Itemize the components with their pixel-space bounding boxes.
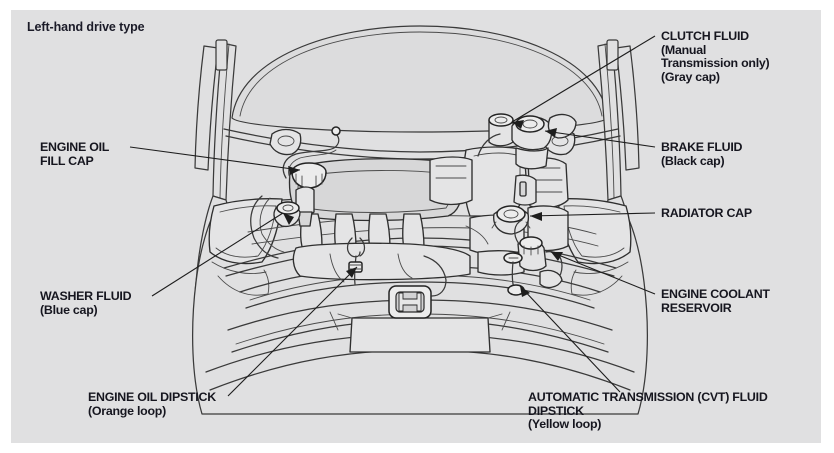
cvt-dipstick-part <box>503 252 525 296</box>
honda-badge <box>388 285 432 319</box>
brake-fluid-reservoir-part <box>511 115 553 170</box>
callout-engine-oil-fill-cap: ENGINE OIL FILL CAP <box>40 140 110 168</box>
callout-clutch-fluid-line4: (Gray cap) <box>661 69 720 84</box>
callout-engine-oil-dipstick: ENGINE OIL DIPSTICK (Orange loop) <box>88 390 216 418</box>
callout-washer-fluid-line1: WASHER FLUID <box>40 289 132 303</box>
callout-engine-oil-fill-cap-line2: FILL CAP <box>40 153 94 168</box>
callout-clutch-fluid: CLUTCH FLUID (Manual Transmission only) … <box>661 29 770 84</box>
callout-washer-fluid-line2: (Blue cap) <box>40 302 98 317</box>
callout-engine-oil-fill-cap-line1: ENGINE OIL <box>40 140 110 154</box>
callout-engine-coolant-reservoir-line2: RESERVOIR <box>661 300 732 315</box>
callout-engine-coolant-reservoir-line1: ENGINE COOLANT <box>661 287 770 301</box>
callout-brake-fluid: BRAKE FLUID (Black cap) <box>661 140 743 168</box>
callout-brake-fluid-line1: BRAKE FLUID <box>661 140 743 154</box>
engine-oil-fill-cap-part <box>291 162 327 189</box>
callout-clutch-fluid-line1: CLUTCH FLUID <box>661 29 749 43</box>
callout-clutch-fluid-line3: Transmission only) <box>661 56 770 71</box>
callout-radiator-cap-line1: RADIATOR CAP <box>661 206 752 220</box>
washer-fluid-cap-part <box>273 201 301 228</box>
callout-brake-fluid-line2: (Black cap) <box>661 153 725 168</box>
clutch-fluid-reservoir-part <box>488 113 514 147</box>
callout-washer-fluid: WASHER FLUID (Blue cap) <box>40 289 132 317</box>
callout-radiator-cap: RADIATOR CAP <box>661 206 752 221</box>
callout-engine-oil-dipstick-line1: ENGINE OIL DIPSTICK <box>88 390 216 404</box>
callout-clutch-fluid-line2: (Manual <box>661 42 707 57</box>
figure-title: Left-hand drive type <box>27 20 145 34</box>
callout-engine-oil-dipstick-line2: (Orange loop) <box>88 403 166 418</box>
callout-automatic-transmission-fluid-dipstick: AUTOMATIC TRANSMISSION (CVT) FLUID DIPST… <box>528 390 768 432</box>
callout-engine-coolant-reservoir: ENGINE COOLANT RESERVOIR <box>661 287 770 315</box>
callout-cvt-line3: (Yellow loop) <box>528 417 602 432</box>
radiator-cap-part <box>491 205 531 235</box>
engine-compartment <box>247 113 599 297</box>
coolant-reservoir-part <box>514 219 563 289</box>
leader-lines <box>129 35 656 397</box>
callout-cvt-line2: DIPSTICK <box>528 403 584 418</box>
callout-cvt-line1: AUTOMATIC TRANSMISSION (CVT) FLUID <box>528 390 768 404</box>
